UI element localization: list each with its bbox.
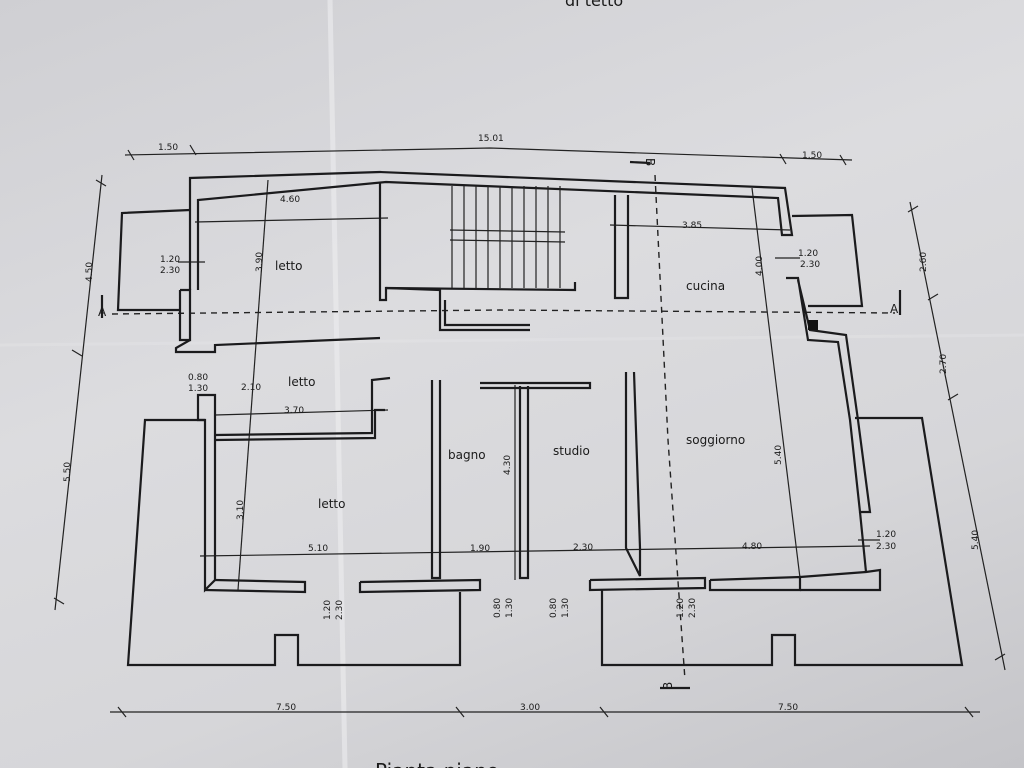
room-label-soggiorno: soggiorno (686, 433, 745, 447)
section-lines (100, 160, 902, 690)
dim-label: 4.60 (280, 195, 300, 205)
room-label-studio: studio (553, 444, 590, 458)
paper-fold (0, 333, 1024, 347)
walls (174, 170, 882, 594)
opening-label: 0.80 (549, 598, 559, 618)
dimension-lines (53, 144, 1006, 718)
opening-label: 1.20 (876, 530, 896, 540)
paper-fold (327, 0, 348, 768)
staircase (449, 186, 566, 288)
dimension-labels: 1.50 15.01 1.50 4.60 3.90 3.85 4.00 2.10… (63, 134, 981, 713)
dim-label: 4.80 (742, 542, 762, 552)
dim-label: 3.85 (682, 221, 702, 231)
opening-label: 1.30 (505, 598, 515, 618)
dim-label: 5.40 (774, 445, 784, 465)
section-mark-a: A (890, 302, 899, 316)
dim-label: 4.30 (503, 455, 513, 475)
balconies (116, 208, 964, 667)
room-label-letto: letto (288, 375, 315, 389)
dim-label: 5.40 (971, 530, 981, 550)
dim-label: 3.10 (236, 500, 246, 520)
dim-label: 1.50 (802, 151, 822, 161)
opening-label: 1.30 (561, 598, 571, 618)
dim-label: 3.90 (255, 252, 265, 272)
dim-label: 2.30 (573, 543, 593, 553)
opening-label: 0.80 (493, 598, 503, 618)
dim-label: 2.10 (241, 383, 261, 393)
section-marks: A A B B (98, 158, 899, 690)
dim-label: 5.50 (63, 462, 73, 482)
dim-label: 7.50 (778, 703, 798, 713)
dim-label: 3.00 (520, 703, 540, 713)
dim-label: 4.50 (85, 262, 95, 282)
opening-label: 0.80 (188, 373, 208, 383)
section-mark-a: A (98, 305, 107, 319)
opening-label: 2.30 (800, 260, 820, 270)
opening-label: 2.30 (160, 266, 180, 276)
opening-label: 1.20 (798, 249, 818, 259)
room-label-cucina: cucina (686, 279, 725, 293)
dim-label: 1.50 (158, 143, 178, 153)
section-mark-b: B (643, 158, 657, 166)
room-labels: letto letto letto cucina bagno studio so… (275, 259, 745, 511)
opening-label: 1.30 (188, 384, 208, 394)
dim-label: 5.10 (308, 544, 328, 554)
dim-label: 7.50 (276, 703, 296, 713)
room-label-letto: letto (275, 259, 302, 273)
header-fragment: di tetto (565, 0, 623, 10)
opening-label: 1.20 (160, 255, 180, 265)
opening-label: 1.20 (323, 600, 333, 620)
section-mark-b: B (661, 682, 675, 690)
room-label-bagno: bagno (448, 448, 486, 462)
dim-label: 2.70 (939, 354, 949, 374)
dim-label: 15.01 (478, 134, 504, 144)
footer-fragment: Pianta piano (375, 759, 499, 768)
dim-label: 1.90 (470, 544, 490, 554)
dim-label: 4.00 (755, 256, 765, 276)
opening-labels: 1.20 2.30 1.20 2.30 0.80 1.30 1.20 2.30 … (160, 249, 896, 620)
opening-label: 1.20 (676, 598, 686, 618)
room-label-letto: letto (318, 497, 345, 511)
opening-label: 2.30 (688, 598, 698, 618)
opening-label: 2.30 (876, 542, 896, 552)
dim-label: 2.60 (919, 252, 929, 272)
dim-label: 3.70 (284, 406, 304, 416)
opening-label: 2.30 (335, 600, 345, 620)
